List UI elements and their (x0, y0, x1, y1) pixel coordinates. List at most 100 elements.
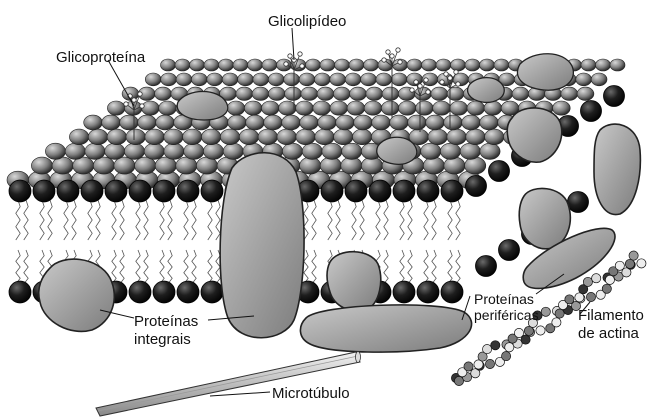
sugar-unit (382, 58, 386, 62)
phospholipid-head (336, 115, 355, 130)
microtubule (96, 352, 361, 417)
phospholipid-head (302, 143, 322, 159)
lipid-tail (376, 200, 380, 240)
phospholipid-head (120, 115, 139, 130)
integral-protein-right-2 (594, 124, 640, 214)
phospholipid-head (451, 59, 466, 71)
label-filamento-line1: Filamento (578, 307, 644, 324)
actin-subunit (565, 295, 574, 304)
lipid-tail (24, 250, 28, 284)
phospholipid-head (350, 87, 367, 100)
phospholipid-head (296, 129, 315, 145)
phospholipid-head (333, 87, 350, 100)
lipid-tail (336, 200, 340, 240)
phospholipid-head (364, 101, 382, 115)
phospholipid-head (85, 143, 105, 159)
phospholipid-head (306, 59, 321, 71)
label-proteinas-perifericas-line2: periféricas (474, 307, 539, 323)
label-glicolipideo: Glicolipídeo (268, 13, 346, 30)
phospholipid-head (238, 73, 254, 86)
lipid-tail (424, 250, 428, 284)
actin-subunit (483, 345, 492, 354)
phospholipid-head (591, 73, 607, 86)
lipid-tail (424, 200, 428, 240)
phospholipid-head (164, 129, 183, 145)
phospholipid-head (114, 157, 135, 174)
phospholipid-head (84, 115, 103, 130)
phospholipid-head (408, 115, 427, 130)
sugar-unit (124, 102, 128, 106)
phospholipid-head (353, 129, 372, 145)
lipid-tail (88, 200, 92, 240)
lipid-tail (48, 200, 52, 240)
phospholipid-head (262, 101, 280, 115)
phospholipid-head (489, 161, 510, 182)
phospholipid-head (142, 101, 160, 115)
label-proteinas-integrais-line2: integrais (134, 331, 191, 348)
phospholipid-head (596, 59, 611, 71)
phospholipid-head (381, 101, 399, 115)
phospholipid-head (610, 59, 625, 71)
lipid-tail (312, 250, 316, 284)
sugar-unit (456, 82, 460, 86)
phospholipid-head (460, 143, 480, 159)
phospholipid-head (191, 73, 207, 86)
phospholipid-head (268, 87, 285, 100)
phospholipid-head (466, 176, 487, 197)
lipid-tail (120, 200, 124, 240)
phospholipid-head (428, 129, 447, 145)
phospholipid-head (349, 59, 364, 71)
phospholipid-head (568, 192, 589, 213)
actin-subunit (514, 328, 523, 337)
lipid-tail (136, 200, 140, 240)
phospholipid-head (480, 143, 500, 159)
phospholipid-head (145, 129, 164, 145)
actin-subunit (575, 293, 584, 302)
phospholipid-head (69, 129, 88, 145)
phospholipid-head (223, 143, 243, 159)
phospholipid-head (159, 101, 177, 115)
actin-subunit (586, 292, 595, 301)
phospholipid-head (31, 157, 52, 174)
phospholipid-head (164, 143, 184, 159)
sugar-unit (298, 52, 302, 56)
lipid-tail (192, 250, 196, 284)
phospholipid-head (300, 115, 319, 130)
lipid-tail (352, 200, 356, 240)
phospholipid-head (228, 115, 247, 130)
phospholipid-head (138, 115, 157, 130)
phospholipid-head (176, 73, 192, 86)
sugar-unit (398, 60, 402, 64)
actin-subunit (485, 359, 494, 368)
phospholipid-head (423, 157, 444, 174)
phospholipid-head (81, 180, 103, 202)
sugar-unit (444, 72, 448, 76)
sugar-unit (414, 80, 418, 84)
sugar-unit (440, 80, 444, 84)
phospholipid-head (433, 101, 451, 115)
lipid-tail (120, 250, 124, 284)
phospholipid-head (480, 59, 495, 71)
phospholipid-head (201, 180, 223, 202)
lipid-tail (216, 200, 220, 240)
actin-subunit (541, 307, 550, 316)
phospholipid-head (9, 180, 31, 202)
phospholipid-head (417, 180, 439, 202)
phospholipid-head (330, 101, 348, 115)
phospholipid-head (227, 101, 245, 115)
phospholipid-head (465, 59, 480, 71)
phospholipid-head (561, 87, 578, 100)
sugar-unit (288, 54, 292, 58)
label-proteinas-integrais-line1: Proteínas (134, 313, 198, 330)
phospholipid-head (9, 281, 31, 303)
sugar-unit (284, 62, 288, 66)
phospholipid-head (219, 59, 234, 71)
phospholipid-head (88, 129, 107, 145)
sugar-unit (424, 78, 428, 82)
peripheral-protein-bottom (300, 305, 471, 352)
lipid-tail (184, 250, 188, 284)
actin-subunit (555, 309, 564, 318)
phospholipid-head (135, 157, 156, 174)
lipid-tail (408, 250, 412, 284)
